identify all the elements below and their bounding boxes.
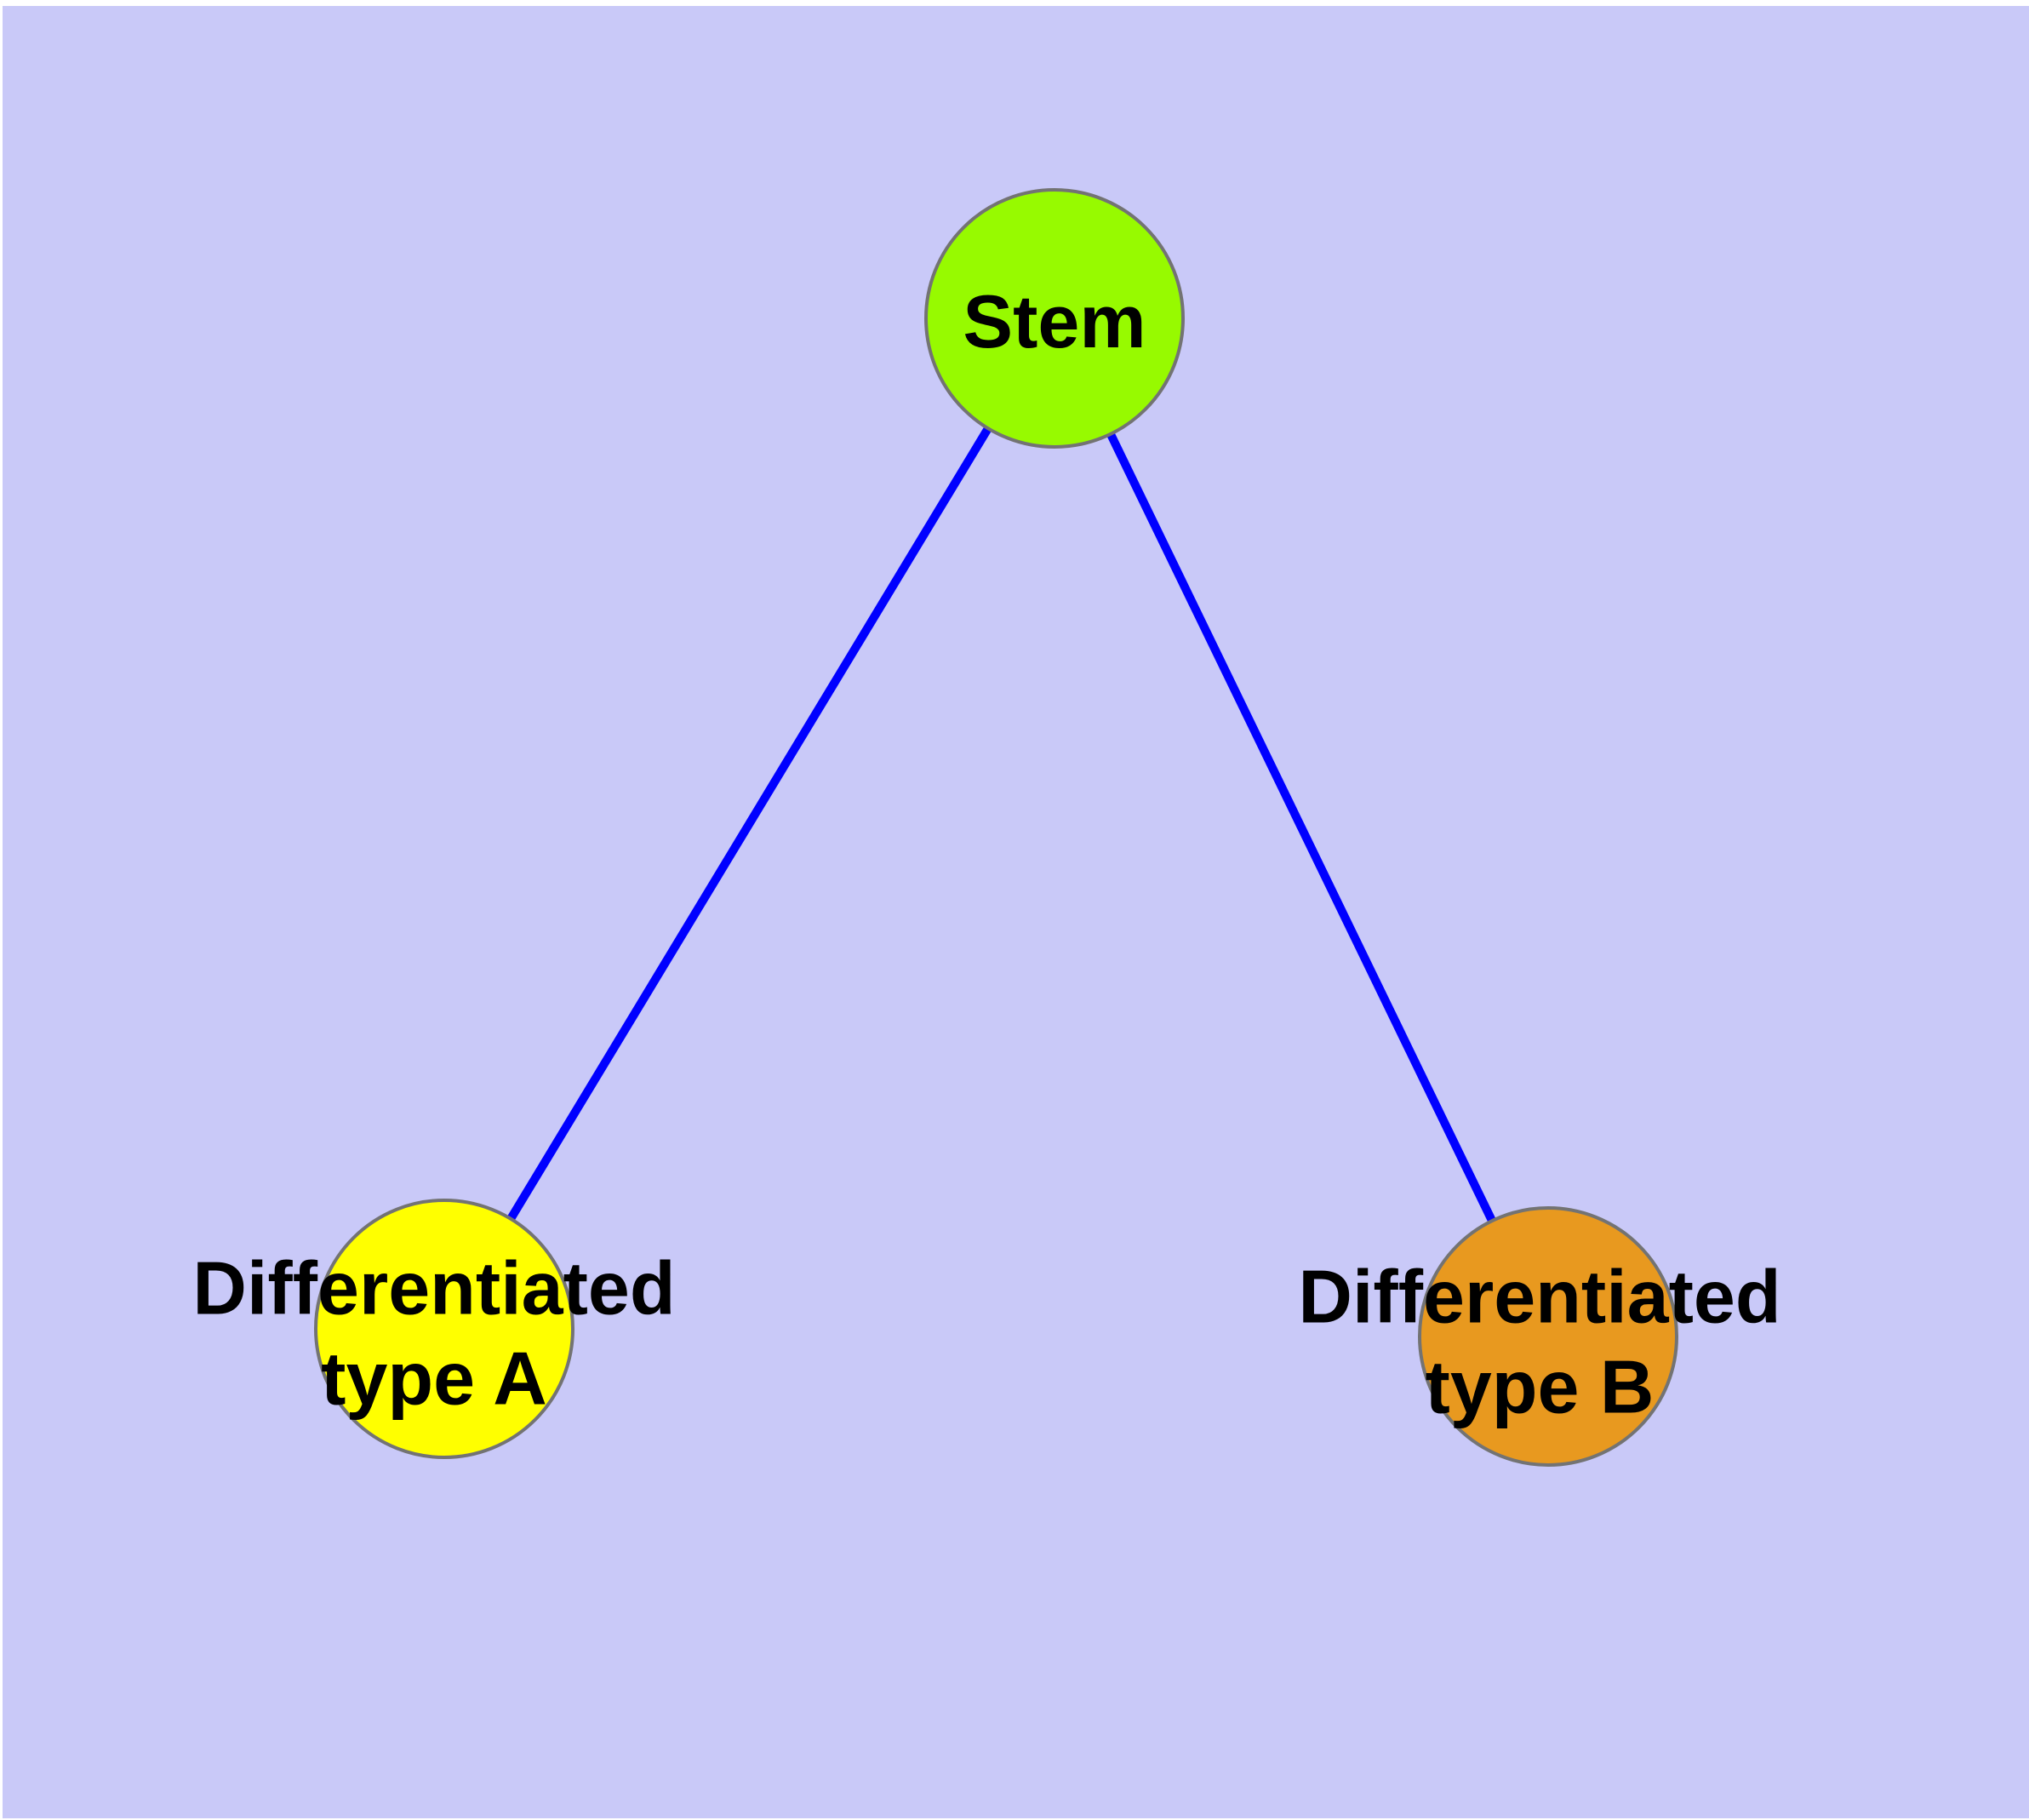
edge-stem-to-diff-b (1050, 316, 1552, 1339)
edge-stem-to-diff-a (440, 316, 1059, 1331)
node-label-diff-a: Differentiated type A (192, 1245, 676, 1420)
node-label-stem: Stem (963, 279, 1146, 364)
node-diff-a (314, 1199, 574, 1459)
node-diff-b (1418, 1206, 1678, 1467)
node-label-diff-b: Differentiated type B (1298, 1254, 1781, 1428)
node-stem (924, 188, 1185, 449)
